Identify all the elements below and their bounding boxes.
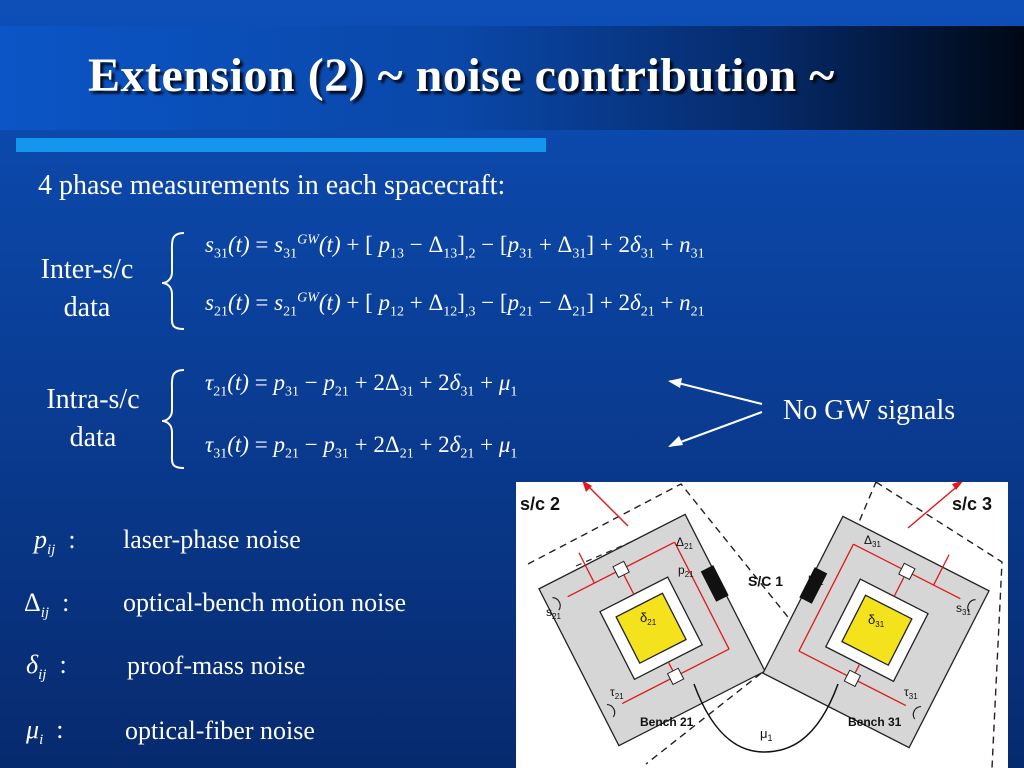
brace-arrow-layer xyxy=(0,0,1024,480)
beam-to-sc2-arrow xyxy=(582,482,592,492)
inter-sc-brace xyxy=(161,232,185,330)
inter-sc-label-line2: data xyxy=(63,292,111,323)
equation-tau21: τ21(t) = p31 − p21 + 2Δ31 + 2δ31 + μ1 xyxy=(205,370,518,400)
slide-title: Extension (2) ~ noise contribution ~ xyxy=(88,49,835,102)
intra-sc-brace xyxy=(161,369,185,469)
intra-sc-label: Intra-s/c data xyxy=(28,381,158,457)
noise-symbol-mu: μi : xyxy=(26,715,64,749)
arrow-to-tau21-head xyxy=(668,378,682,388)
noise-desc-mu: optical-fiber noise xyxy=(125,716,315,745)
equation-tau31: τ31(t) = p21 − p31 + 2Δ21 + 2δ21 + μ1 xyxy=(205,432,518,462)
noise-symbol-p: pij : xyxy=(34,525,76,559)
noise-symbol-delta: δij : xyxy=(26,650,67,684)
arrow-to-tau31-head xyxy=(668,436,683,447)
beam-to-sc3 xyxy=(907,483,961,529)
noise-desc-delta: proof-mass noise xyxy=(127,651,306,680)
optical-fiber xyxy=(693,683,839,753)
intra-sc-label-line1: Intra-s/c xyxy=(46,384,140,415)
accent-bar xyxy=(16,138,546,152)
spacecraft-diagram-svg: s/c 2 s/c 3 S/C 1 Bench 21 Bench 31 μ1 Δ… xyxy=(516,482,1003,768)
beam-to-sc2 xyxy=(585,483,629,527)
arrow-to-tau31 xyxy=(669,411,763,447)
sc2-label: s/c 2 xyxy=(520,494,560,514)
intra-sc-label-line2: data xyxy=(69,422,117,453)
bench21-label: Bench 21 xyxy=(640,715,694,729)
sc1-label: S/C 1 xyxy=(748,573,783,589)
no-gw-label: No GW signals xyxy=(783,395,956,426)
noise-desc-p: laser-phase noise xyxy=(123,525,301,554)
bench31-label: Bench 31 xyxy=(848,715,902,729)
title-band xyxy=(0,26,1024,130)
bench-31 xyxy=(762,515,990,749)
sc3-label: s/c 3 xyxy=(952,494,992,514)
intro-text: 4 phase measurements in each spacecraft: xyxy=(38,170,506,201)
equation-s21: s21(t) = s21GW(t) + [ p12 + Δ12],3 − [p2… xyxy=(205,290,705,320)
noise-desc-delta-cap: optical-bench motion noise xyxy=(123,588,407,617)
noise-symbol-delta-cap: Δij : xyxy=(24,588,70,622)
mu1-label: μ1 xyxy=(760,726,773,743)
arrow-to-tau21 xyxy=(669,380,763,405)
inter-sc-label: Inter-s/c data xyxy=(22,251,152,327)
beam-to-sc3-arrow xyxy=(952,482,963,490)
sc2-label-bg xyxy=(516,490,578,516)
bench-21 xyxy=(538,513,766,747)
equation-s31: s31(t) = s31GW(t) + [ p13 − Δ13],2 − [p3… xyxy=(205,232,705,262)
inter-sc-label-line1: Inter-s/c xyxy=(40,254,134,285)
spacecraft-diagram: s/c 2 s/c 3 S/C 1 Bench 21 Bench 31 μ1 Δ… xyxy=(516,482,1008,768)
